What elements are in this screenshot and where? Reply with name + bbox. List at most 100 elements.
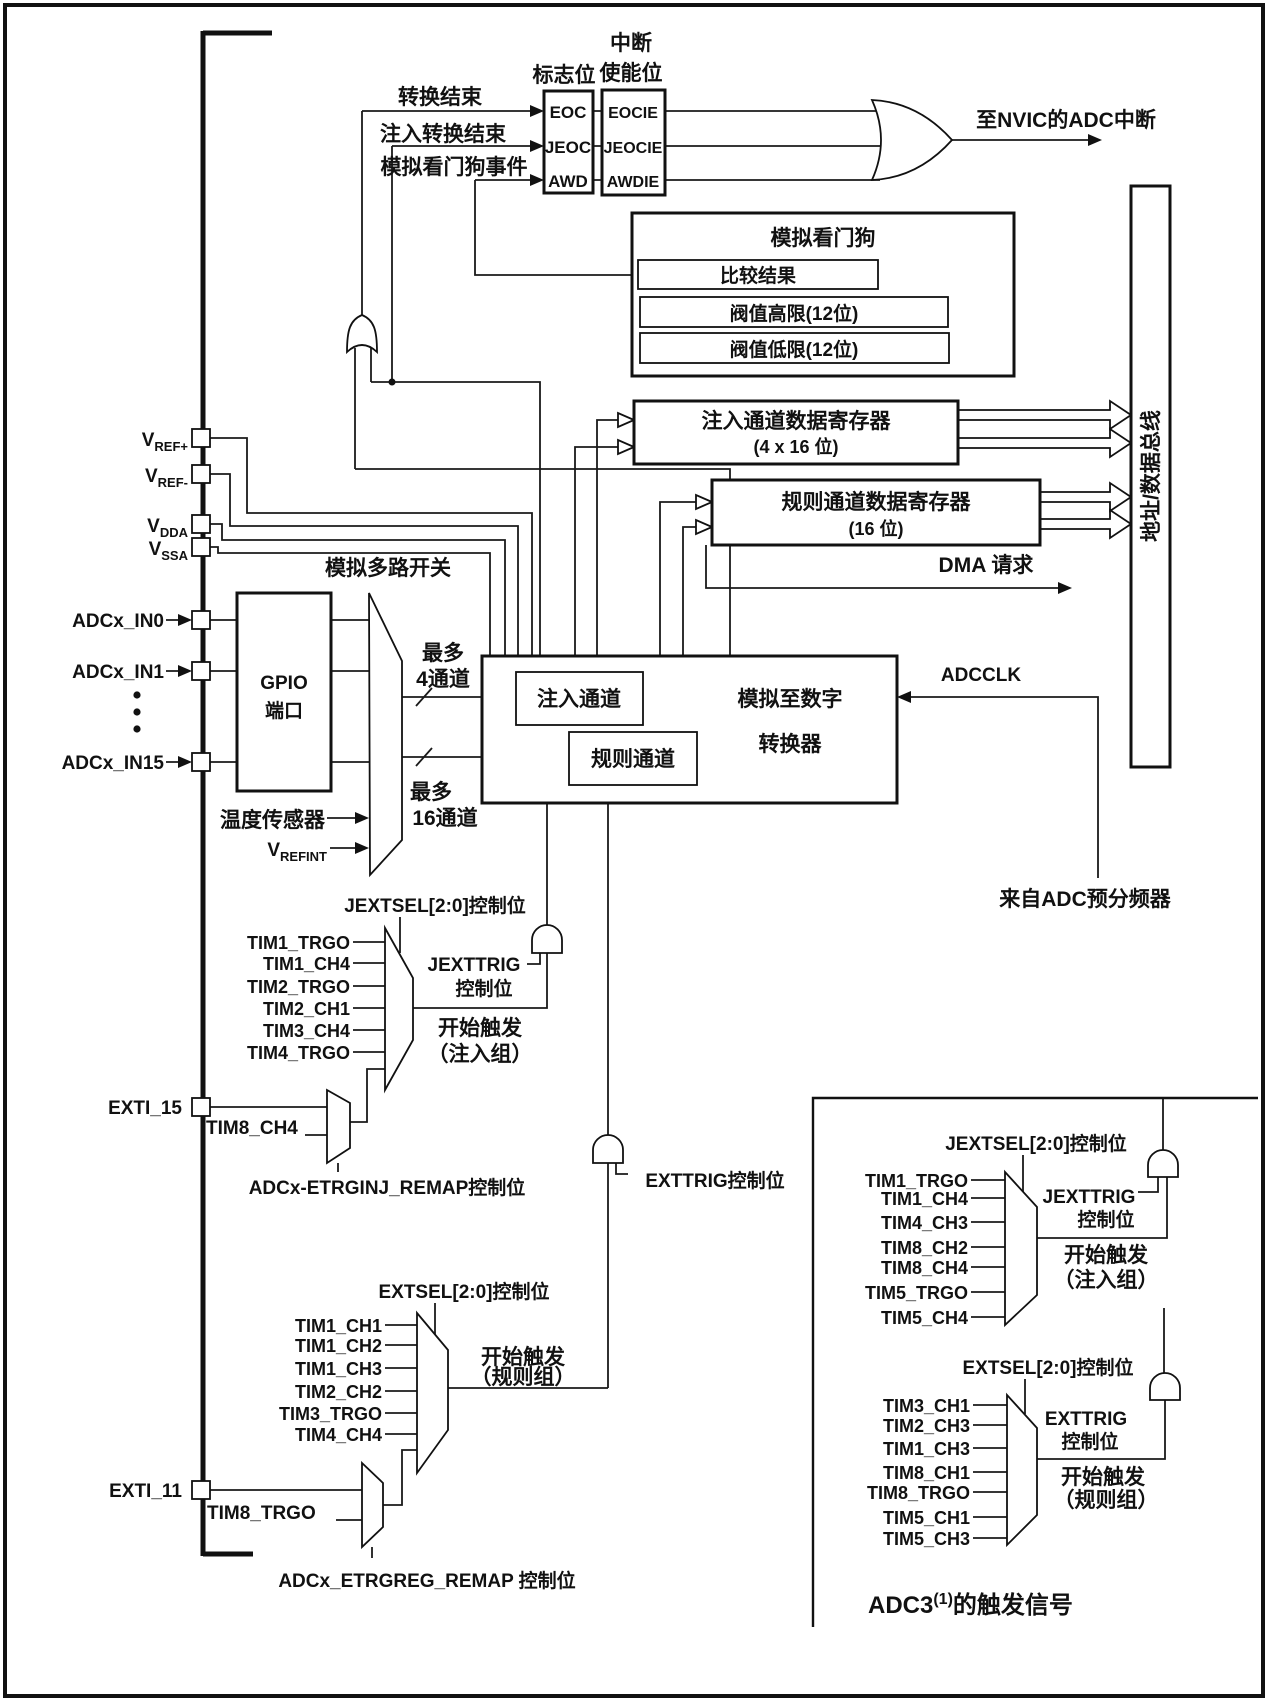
address-data-bus (1129, 184, 1172, 769)
adc3-reg-start-line2: （规则组） (1054, 1488, 1159, 1512)
adc-in1-label: ADCx_IN1 (72, 662, 164, 683)
adc3-injected-mux (1004, 1169, 1038, 1328)
jextsel-label: JEXTSEL[2:0]控制位 (344, 894, 526, 917)
reg-start-line1: 开始触发 (481, 1345, 566, 1369)
adc3-regular-mux (1006, 1392, 1038, 1548)
prescaler-label: 来自ADC预分频器 (999, 887, 1171, 911)
regular-register-box (710, 478, 1042, 547)
watchdog-low-box (639, 332, 950, 364)
etrginj-remap-label: ADCx-ETRGINJ_REMAP控制位 (249, 1176, 526, 1199)
adc3-reg-4: TIM8_TRGO (867, 1483, 970, 1503)
exti11-label: EXTI_11 (109, 1481, 182, 1502)
nvic-or-gate-icon (870, 99, 954, 181)
adc3-injected-inputs: TIM1_TRGO TIM1_CH4 TIM4_CH3 TIM8_CH2 TIM… (865, 1171, 968, 1328)
enable-title-line1: 中断 (610, 31, 652, 55)
gpio-line1: GPIO (260, 673, 308, 694)
analog-mux (368, 592, 403, 878)
adc3-reg-0: TIM3_CH1 (883, 1396, 970, 1416)
adc3-reg-3: TIM8_CH1 (883, 1463, 970, 1483)
watchdog-high: 阀值高限(12位) (730, 302, 859, 325)
injected-register-line1: 注入通道数据寄存器 (702, 409, 892, 433)
adc3-jexttrig-line2: 控制位 (1077, 1208, 1134, 1231)
adcclk-label: ADCCLK (941, 665, 1021, 686)
exti11-remap-mux (361, 1460, 384, 1550)
pin-vref-minus (191, 464, 211, 484)
pin-adc-in15 (191, 752, 211, 772)
jexttrig-line1: JEXTTRIG (428, 955, 521, 976)
enable-awdie: AWDIE (607, 174, 660, 191)
gpio-line2: 端口 (265, 699, 303, 722)
inj-in-0: TIM1_TRGO (247, 933, 350, 953)
max16-line2: 16通道 (412, 806, 477, 830)
regular-register-line1: 规则通道数据寄存器 (782, 490, 972, 514)
watchdog-title: 模拟看门狗 (771, 226, 876, 250)
vdda-label: VDDA (147, 516, 188, 540)
jexttrig-line2: 控制位 (455, 977, 512, 1000)
adc3-reg-1: TIM2_CH3 (883, 1416, 970, 1436)
etrgreg-remap-label: ADCx_ETRGREG_REMAP 控制位 (278, 1569, 575, 1592)
signal-jeoc-label: 注入转换结束 (380, 122, 507, 146)
jexttrig-and-gate-icon (531, 924, 563, 954)
exti15-label: EXTI_15 (108, 1098, 182, 1119)
analog-mux-label: 模拟多路开关 (325, 556, 451, 580)
vrefint-label: VREFINT (267, 840, 327, 864)
max16-line1: 最多 (410, 780, 452, 804)
reg-start-line2: （规则组） (471, 1365, 576, 1389)
adc3-inj-2: TIM4_CH3 (881, 1213, 968, 1233)
watchdog-high-box (639, 296, 949, 328)
pin-adc-in0 (191, 610, 211, 630)
adc3-jextsel-label: JEXTSEL[2:0]控制位 (945, 1132, 1127, 1155)
adc3-inset-frame (811, 1096, 1258, 1627)
adc3-inj-4: TIM8_CH4 (881, 1258, 968, 1278)
inj-in-1: TIM1_CH4 (263, 954, 350, 974)
adc3-reg-2: TIM1_CH3 (883, 1439, 970, 1459)
signal-awd-label: 模拟看门狗事件 (381, 155, 528, 179)
signal-eoc-label: 转换结束 (398, 85, 483, 109)
enable-jeocie: JEOCIE (604, 140, 663, 157)
injected-register-line2: (4 x 16 位) (753, 436, 838, 457)
reg-in-3: TIM2_CH2 (295, 1382, 382, 1402)
watchdog-low: 阀值低限(12位) (730, 338, 859, 361)
inj-in-5: TIM4_TRGO (247, 1043, 350, 1063)
reg-in-5: TIM4_CH4 (295, 1425, 382, 1445)
pin-vref-plus (191, 428, 211, 448)
reg-in-0: TIM1_CH1 (295, 1316, 382, 1336)
extsel-label: EXTSEL[2:0]控制位 (378, 1280, 549, 1303)
reg-in-2: TIM1_CH3 (295, 1359, 382, 1379)
interrupt-flags-box (542, 89, 595, 195)
adc3-reg-start-line1: 开始触发 (1061, 1465, 1146, 1489)
injected-trigger-mux (384, 924, 414, 1094)
nvic-label: 至NVIC的ADC中断 (976, 108, 1156, 132)
adc-in15-label: ADCx_IN15 (62, 753, 165, 774)
inj-start-line1: 开始触发 (438, 1016, 523, 1040)
dma-label: DMA 请求 (939, 553, 1034, 577)
vref-plus-label: VREF+ (142, 430, 189, 454)
injected-channels-label: 注入通道 (537, 687, 621, 711)
adc3-jexttrig-line1: JEXTTRIG (1043, 1187, 1136, 1208)
adc-in0-label: ADCx_IN0 (72, 611, 164, 632)
tim8-ch4-label: TIM8_CH4 (206, 1118, 298, 1139)
tim8-trgo-label: TIM8_TRGO (207, 1503, 316, 1524)
eoc-or-gate-icon (346, 314, 378, 355)
gpio-box (235, 591, 333, 793)
flag-jeoc: JEOC (545, 138, 591, 157)
adc3-jexttrig-and-gate-icon (1147, 1149, 1179, 1178)
temp-sensor-label: 温度传感器 (220, 808, 326, 832)
watchdog-compare-box (637, 259, 879, 290)
regular-channels-box (568, 731, 698, 786)
pins (191, 428, 211, 1500)
wire-junction-dot (388, 378, 396, 386)
pin-vssa (191, 537, 211, 557)
adc3-reg-6: TIM5_CH3 (883, 1529, 970, 1549)
max4-line2: 4通道 (416, 667, 470, 691)
regular-channels-label: 规则通道 (591, 747, 675, 771)
enable-eocie: EOCIE (608, 105, 658, 122)
exttrig-and-gate-icon (592, 1134, 624, 1164)
adc3-inj-start-line1: 开始触发 (1064, 1243, 1149, 1267)
watchdog-compare: 比较结果 (720, 264, 796, 287)
adc3-exttrig-and-gate-icon (1149, 1372, 1181, 1401)
exttrig-label: EXTTRIG控制位 (645, 1169, 784, 1192)
regular-trigger-mux (416, 1310, 449, 1476)
adc-title-line2: 转换器 (759, 732, 823, 756)
pin-adc-in1 (191, 661, 211, 681)
